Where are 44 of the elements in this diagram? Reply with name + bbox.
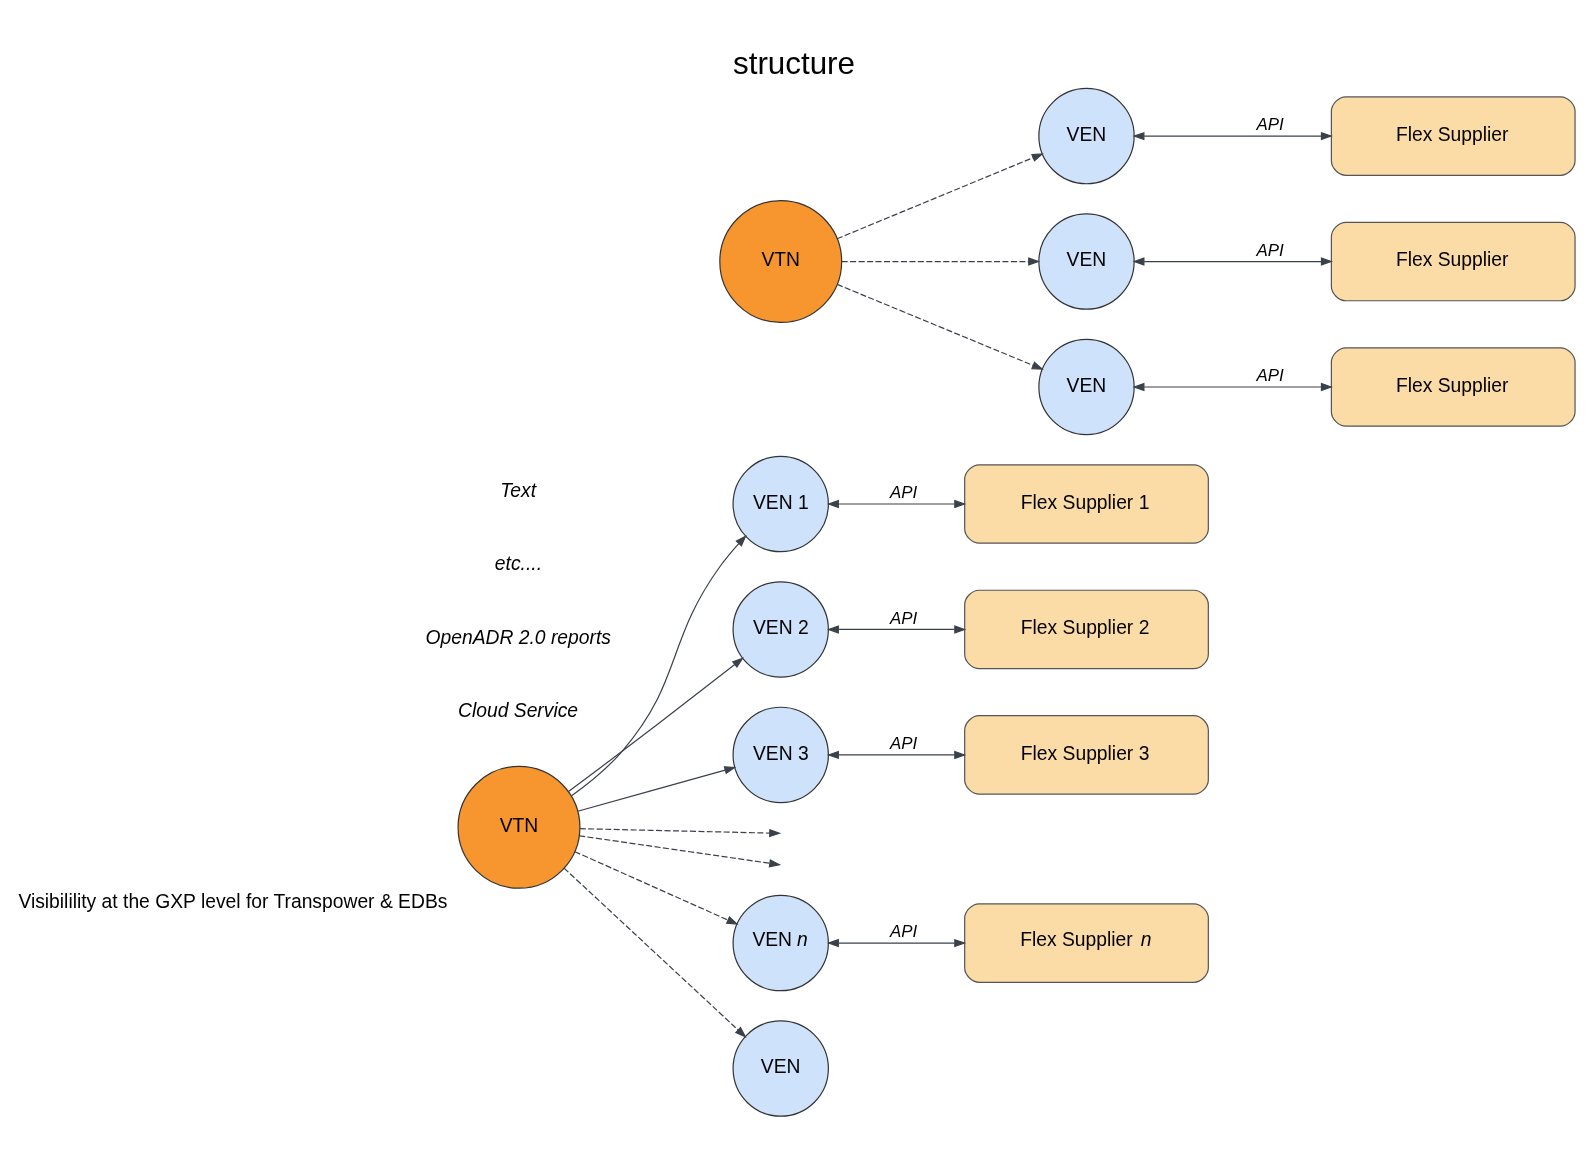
- node-box: Flex Supplier: [1330, 346, 1576, 427]
- arrow: [577, 765, 737, 812]
- node-box: Flex Supplier 2: [964, 589, 1209, 669]
- node-circle: VEN n: [732, 894, 829, 991]
- arrow: [567, 656, 744, 792]
- arrow: [579, 827, 782, 837]
- arrow: [826, 624, 967, 634]
- arrow: [574, 850, 739, 925]
- edge-label: API: [1256, 365, 1284, 385]
- arrow: [563, 867, 747, 1038]
- arrow: [571, 534, 747, 796]
- arrow: [826, 499, 967, 508]
- edge-label: API: [889, 608, 918, 628]
- label: OpenADR 2.0 reports: [425, 626, 611, 648]
- label: etc....: [494, 552, 543, 574]
- label: Cloud Service: [458, 699, 579, 721]
- diagram-title: structure: [733, 45, 855, 81]
- arrow: [1132, 131, 1333, 140]
- edge-label: API: [889, 921, 918, 941]
- node-circle: VTN: [457, 765, 581, 889]
- node-circle: VTN: [719, 199, 843, 323]
- arrow: [836, 283, 1044, 370]
- node-circle: VEN 3: [732, 706, 829, 803]
- arrow: [826, 938, 967, 947]
- arrow: [836, 152, 1044, 239]
- node-circle: VEN: [1038, 338, 1135, 435]
- edge-label: API: [889, 733, 918, 753]
- arrow: [1132, 382, 1333, 391]
- arrow: [826, 750, 967, 759]
- node-circle: VEN: [1038, 212, 1135, 310]
- node-box: Flex Supplier 3: [964, 714, 1209, 795]
- arrow: [1132, 256, 1333, 266]
- edge-label: API: [1256, 114, 1284, 134]
- edge-label: API: [889, 482, 918, 502]
- edge-label: API: [1256, 240, 1284, 260]
- node-box: Flex Supplier n: [964, 902, 1209, 983]
- node-label: Visibilility at the GXP level for Transpower & EDBs: [18, 890, 448, 912]
- node-box: Flex Supplier: [1330, 221, 1576, 301]
- node-circle: VEN: [1038, 87, 1135, 184]
- arrow: [841, 256, 1041, 266]
- label: Text: [500, 479, 537, 501]
- arrow: [578, 834, 782, 867]
- node-box: Flex Supplier 1: [964, 463, 1209, 544]
- node-box: Flex Supplier: [1330, 95, 1576, 176]
